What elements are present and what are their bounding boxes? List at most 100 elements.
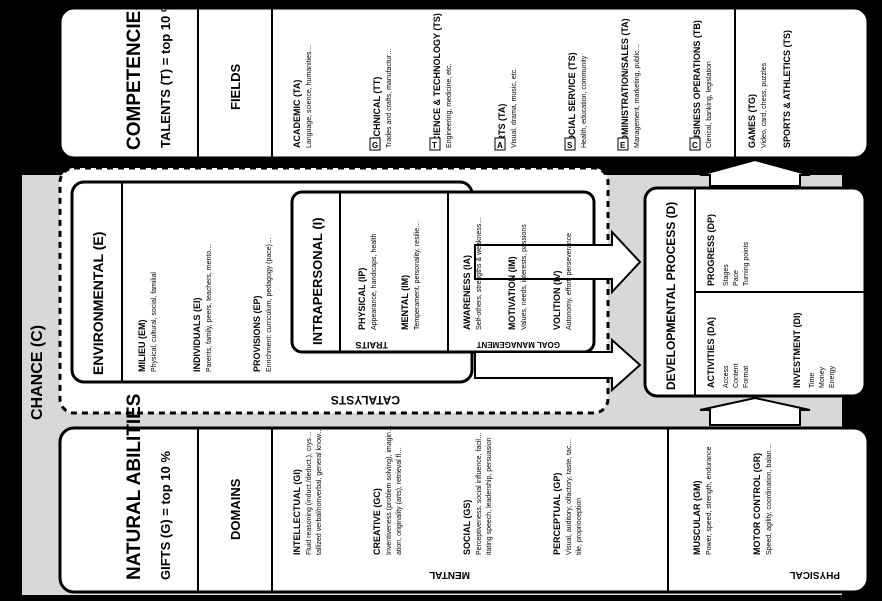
intrapersonal-title: INTRAPERSONAL (I) (310, 217, 325, 345)
domains-label: DOMAINS (228, 478, 243, 540)
trait-desc: Appearance, handicaps, health (371, 233, 378, 330)
field-name: SOCIAL SERVICE (TS) (567, 52, 577, 148)
field-desc: Clerical, banking, legislation (706, 61, 713, 148)
field-name: TECHNICAL (TT) (372, 77, 382, 148)
field-marker: C (689, 137, 701, 151)
dev-progress-name: PROGRESS (DP) (706, 214, 716, 286)
field-marker: G (369, 137, 381, 151)
field-desc: Video, card, chess, puzzles (761, 62, 768, 148)
goal-name: VOLITION (IV) (552, 270, 562, 330)
mental-ability-desc: Fluid reasoning (induct./deduct.), crys… (306, 431, 313, 555)
dev-activities-item: Content (733, 363, 740, 388)
competencies-subtitle: TALENTS (T) = top 10 % (158, 0, 173, 148)
field-marker-box (494, 137, 506, 151)
field-name: SPORTS & ATHLETICS (TS) (782, 30, 792, 148)
dev-progress-item: Stages (723, 264, 730, 286)
mental-ability-desc: Inventiveness (problem solving), imagin… (386, 425, 393, 555)
environmental-item-desc: Enrichment: curriculum, pedagogy (pace)… (266, 237, 273, 372)
environmental-items: MILIEU (EM) Physical, cultural, social, f… (137, 237, 273, 372)
field-marker-letter: T (432, 141, 437, 150)
goal-name: MOTIVATION (IM) (507, 256, 517, 330)
arrow-dev-to-competencies (699, 158, 811, 187)
physical-ability-name: MOTOR CONTROL (GR) (752, 453, 762, 555)
fields-list: ACADEMIC (TA) Language, science, humaniti… (292, 13, 792, 151)
arrow-intra-to-dev (474, 337, 642, 393)
goal-management-label: GOAL MANAGEMENT (476, 340, 560, 349)
catalysts-label: CATALYSTS (331, 393, 400, 407)
field-marker-letter: C (692, 141, 698, 150)
mental-ability-desc: tile, proprioception (576, 498, 583, 555)
goal-desc: Autonomy, effort, perseverance (566, 233, 573, 330)
field-marker-box (564, 137, 576, 151)
field-name: SCIENCE & TECHNOLOGY (TS) (432, 13, 442, 148)
mental-ability-name: INTELLECTUAL (GI) (292, 469, 302, 555)
mental-label: MENTAL (429, 569, 470, 580)
physical-ability-name: MUSCULAR (GM) (692, 481, 702, 556)
mental-ability-name: PERCEPTUAL (GP) (552, 473, 562, 555)
physical-ability-desc: Power, speed, strength, endurance (706, 446, 713, 555)
field-name: GAMES (TG) (747, 94, 757, 148)
natural-items: INTELLECTUAL (GI) Fluid reasoning (induct… (292, 425, 773, 555)
field-marker-letter: A (497, 141, 503, 150)
field-name: BUSINESS OPERATIONS (TB) (692, 20, 702, 148)
chance-label-box (22, 175, 52, 595)
field-marker-box (689, 137, 701, 151)
field-marker-letter: S (567, 141, 573, 150)
mental-ability-desc: ation, originality (arts), retrieval fl… (396, 447, 403, 555)
field-marker-box (617, 137, 629, 151)
mental-ability-desc: tallized verbal/nonverbal, general know… (316, 427, 323, 555)
field-marker: T (429, 137, 441, 151)
field-desc: Health, education, community (581, 55, 588, 148)
field-marker: A (494, 137, 506, 151)
mental-ability-name: CREATIVE (GC) (372, 488, 382, 555)
trait-name: MENTAL (IM) (400, 275, 410, 330)
field-name: ADMINISTRATION/SALES (TA) (620, 18, 630, 148)
dev-investment-name: INVESTMENT (DI) (792, 312, 802, 388)
goal-desc: Values, needs, interests, passions (521, 224, 528, 330)
field-desc: Trades and crafts, manufactur… (386, 48, 393, 148)
developmental-title: DEVELOPMENTAL PROCESS (D) (664, 202, 678, 390)
natural-abilities-subtitle: GIFTS (G) = top 10 % (158, 451, 173, 580)
goal-desc: Self-others, strengths & weakness… (476, 217, 483, 330)
field-marker: S (564, 137, 576, 151)
dev-investment-item: Money (819, 366, 826, 388)
field-desc: Management, marketing, public… (634, 43, 641, 148)
natural-abilities-title: NATURAL ABILITIES (124, 394, 145, 580)
field-name: ARTS (TA) (497, 104, 507, 148)
competencies-title: COMPETENCIES (124, 0, 145, 150)
goal-items: AWARENESS (IA) Self-others, strengths & w… (462, 217, 573, 330)
dev-investment-item: Energy (829, 365, 836, 388)
fields-label: FIELDS (228, 63, 243, 110)
field-desc: Engineering, medicine, etc. (446, 64, 453, 148)
goal-name: AWARENESS (IA) (462, 255, 472, 330)
dev-progress-item: Pace (733, 270, 740, 286)
mental-ability-desc: itating speech, leadership, persuasion (486, 437, 493, 555)
field-marker-box (429, 137, 441, 151)
arrow-environment-to-dev (474, 229, 642, 295)
field-marker-letter: E (620, 141, 626, 150)
mental-ability-name: SOCIAL (GS) (462, 500, 472, 555)
mental-ability-desc: Visual, auditory, olfactory, taste, tac… (566, 439, 573, 555)
dev-investment-item: Time (809, 373, 816, 388)
field-marker-box (369, 137, 381, 151)
physical-ability-desc: Speed, agility, coordination, balan… (766, 443, 773, 555)
field-name: ACADEMIC (TA) (292, 80, 302, 148)
field-marker: E (617, 137, 629, 151)
dev-activities-item: Access (723, 365, 730, 388)
chance-title: CHANCE (C) (29, 325, 46, 420)
dev-progress-item: Turning points (743, 241, 750, 286)
environmental-title: ENVIRONMENTAL (E) (90, 232, 106, 375)
environmental-item-desc: Physical, cultural, social, familial (151, 272, 158, 372)
environmental-item-name: INDIVIDUALS (EI) (192, 297, 202, 372)
physical-label: PHYSICAL (789, 569, 840, 580)
environmental-item-name: PROVISIONS (EP) (252, 295, 262, 372)
field-desc: Visual, drama, music, etc. (511, 68, 518, 148)
field-desc: Language, science, humanities… (306, 44, 313, 148)
environmental-item-name: MILIEU (EM) (137, 320, 147, 373)
environmental-item-desc: Parents, family, peers, teachers, mento… (206, 244, 213, 372)
dev-activities-item: Format (743, 366, 750, 388)
mental-ability-desc: Perceptiveness, social influence, facil… (476, 432, 483, 555)
